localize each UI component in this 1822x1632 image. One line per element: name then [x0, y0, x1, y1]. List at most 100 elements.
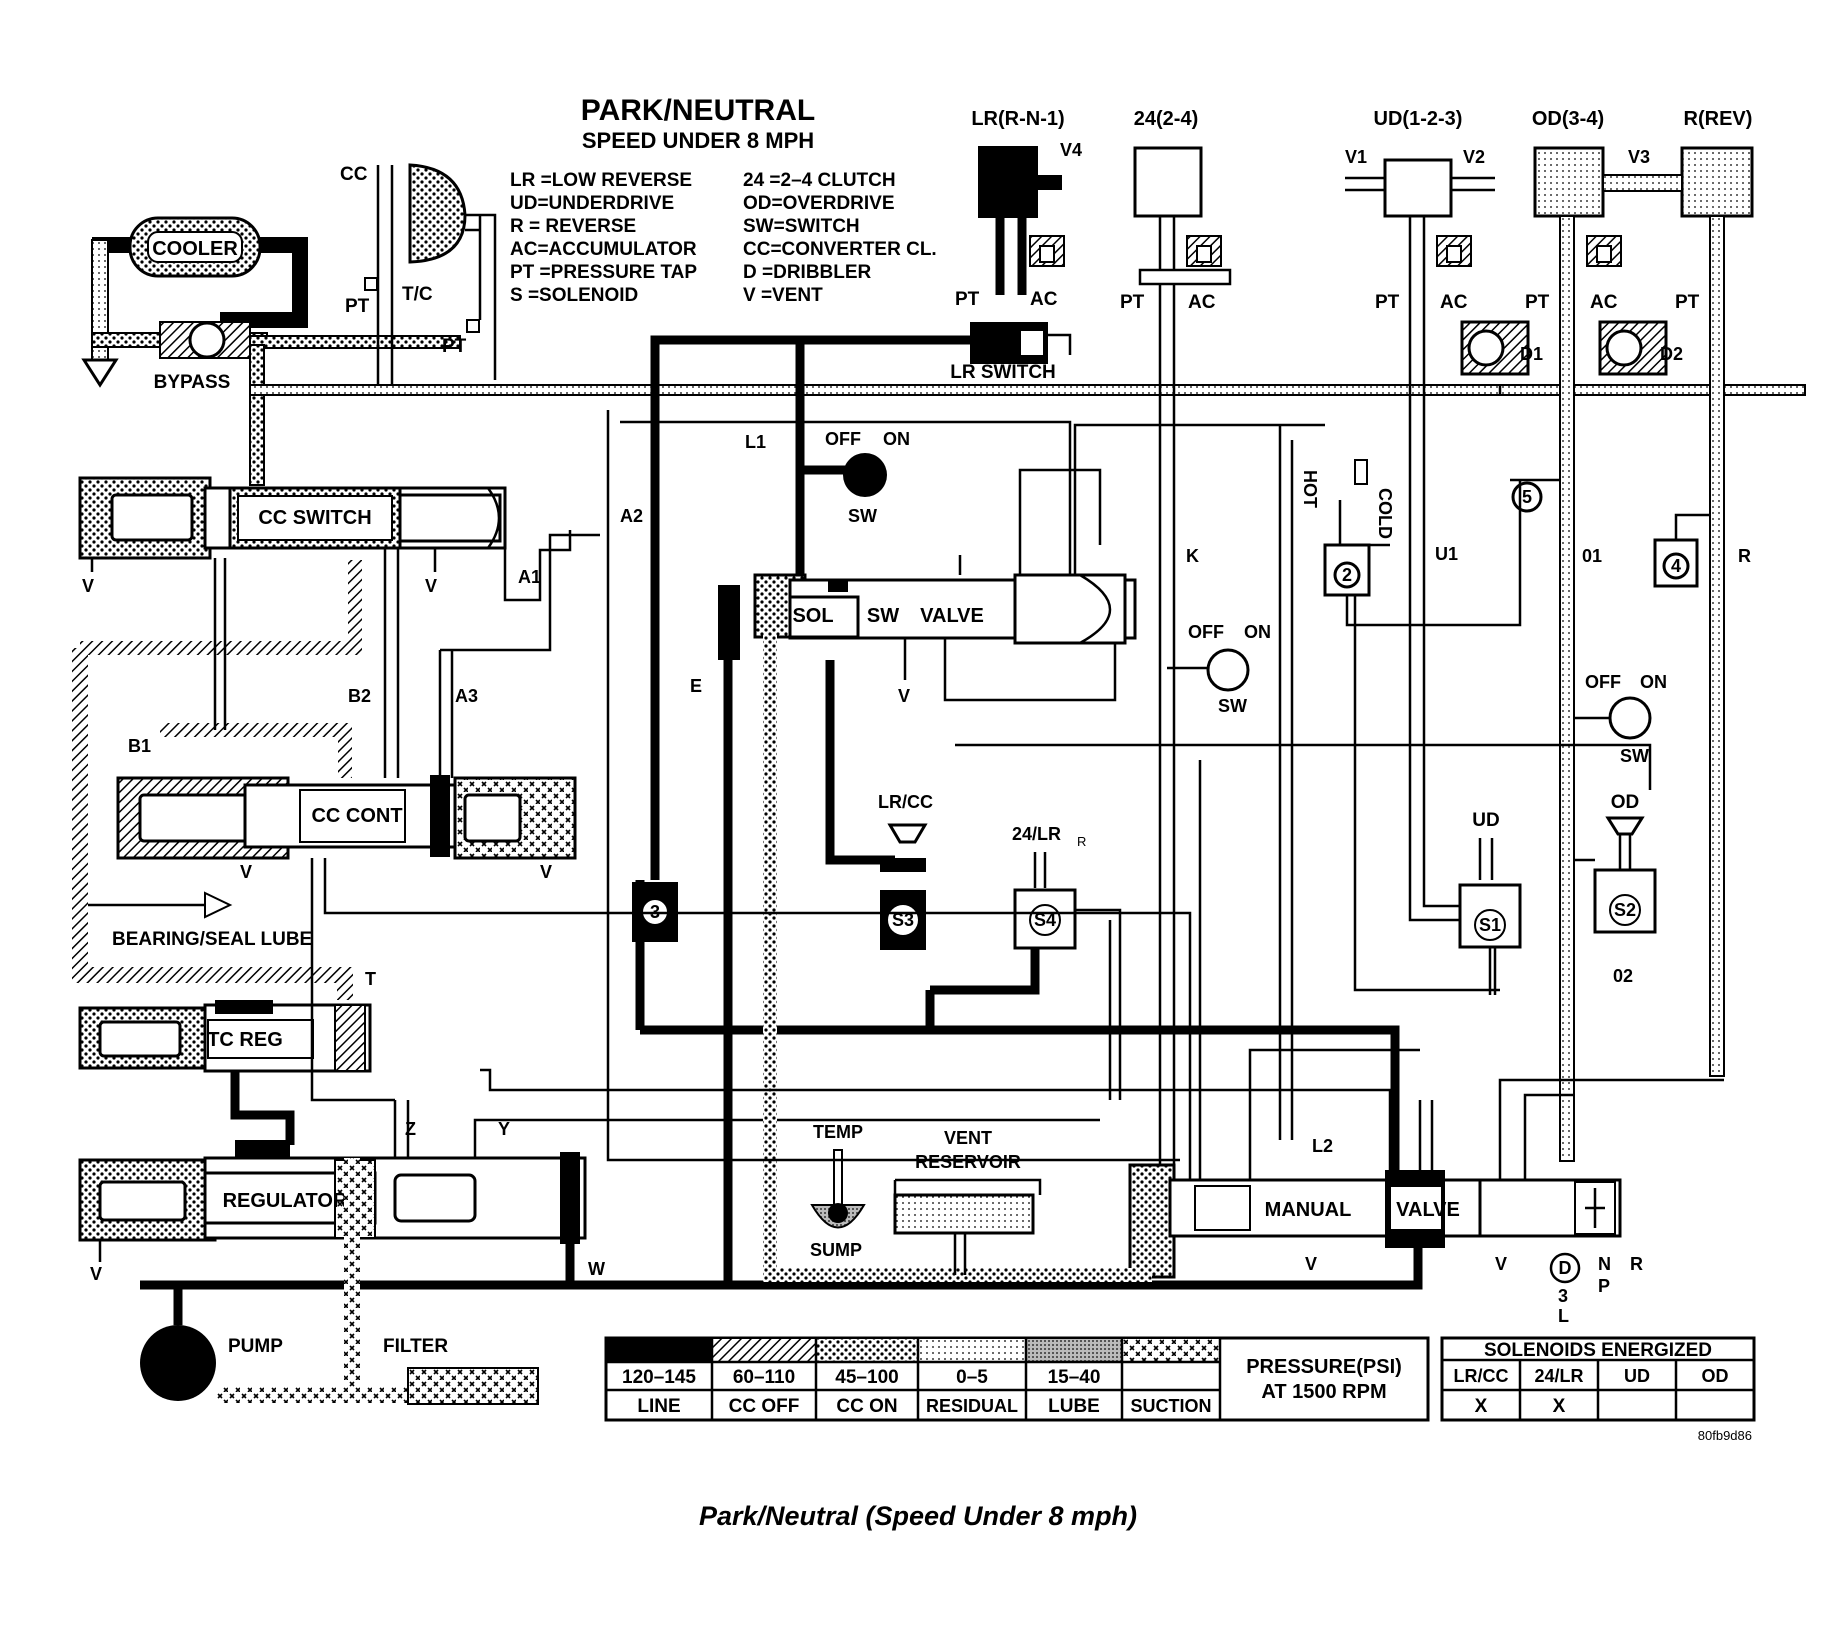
od-rev-clutches: OD(3-4) R(REV) V3 PT AC PT 01 R [1525, 108, 1754, 1162]
sw-label-1: SW [848, 506, 877, 526]
pt-24: PT [1120, 292, 1145, 313]
solenoid-s4-body [1013, 888, 1077, 950]
swatch-line [606, 1338, 712, 1362]
sol-label: SOL [792, 605, 833, 627]
d2-label: D2 [1660, 344, 1683, 364]
pt-od: PT [1525, 292, 1550, 313]
bypass-valve-ball [188, 321, 226, 359]
z-label: Z [405, 1119, 416, 1139]
vent-reservoir [893, 1193, 1035, 1235]
o2-label: 02 [1613, 966, 1633, 986]
filter-label: FILTER [383, 1336, 448, 1357]
pt-lr: PT [955, 289, 980, 310]
legend-od: OD=OVERDRIVE [743, 193, 895, 214]
s1-label: S1 [1479, 915, 1501, 935]
y-label: Y [498, 1119, 510, 1139]
v-cc-switch-2: V [425, 576, 437, 596]
v1-label: V1 [1345, 147, 1367, 167]
a2-label: A2 [620, 506, 643, 526]
legend-sw: SW=SWITCH [743, 216, 860, 237]
figure-caption: Park/Neutral (Speed Under 8 mph) [699, 1501, 1137, 1531]
pressure-regulator: REGULATOR Z Y W V [78, 1100, 1100, 1285]
legend-v: V =VENT [743, 285, 823, 306]
pressure-legend-table: 120–145 60–110 45–100 0–5 15–40 LINE CC … [604, 1336, 1430, 1422]
c24-clutch [1133, 146, 1203, 218]
solenoid-s2: OD S2 02 [1574, 792, 1657, 986]
l2-label: L2 [1312, 1136, 1333, 1156]
manual-valve-label: VALVE [1396, 1199, 1460, 1221]
pos-p: P [1598, 1276, 1610, 1296]
legend-lr: LR =LOW REVERSE [510, 170, 692, 191]
bearing-lube-label: BEARING/SEAL LUBE [112, 929, 312, 950]
abbreviation-legend: LR =LOW REVERSE UD=UNDERDRIVE R = REVERS… [510, 170, 937, 306]
pressure-switch-o1 [1608, 696, 1652, 740]
legend-r: R = REVERSE [510, 216, 636, 237]
w-label: W [588, 1259, 605, 1279]
vent-label: VENT [944, 1128, 992, 1148]
legend-cc: CC=CONVERTER CL. [743, 239, 937, 260]
on-label-1: ON [883, 429, 910, 449]
a3-label: A3 [455, 686, 478, 706]
valve-label-sol: VALVE [920, 605, 984, 627]
v-reg: V [90, 1264, 102, 1284]
pressure-lube-value: 15–40 [1048, 1367, 1101, 1388]
legend-d: D =DRIBBLER [743, 262, 872, 283]
se-header-ud: UD [1624, 1366, 1650, 1386]
pressure-line-name: LINE [637, 1396, 680, 1417]
v4-label: V4 [1060, 140, 1082, 160]
pump-label: PUMP [228, 1336, 283, 1357]
se-header-24lr: 24/LR [1534, 1366, 1583, 1386]
circle-5-label: 5 [1522, 487, 1532, 507]
pt-left-1: PT [345, 296, 370, 317]
o1-label: 01 [1582, 546, 1602, 566]
v-manual-1: V [1305, 1254, 1317, 1274]
ac-24: AC [1188, 292, 1216, 313]
s2-label: S2 [1614, 900, 1636, 920]
cc-off-channels: BEARING/SEAL LUBE [72, 560, 362, 1000]
diagram-subtitle: SPEED UNDER 8 MPH [582, 128, 814, 153]
pos-l: L [1558, 1306, 1569, 1326]
solenoid-s3: LR/CC S3 [878, 792, 933, 950]
pressure-table-title-2: AT 1500 RPM [1261, 1381, 1386, 1403]
pressure-line-value: 120–145 [622, 1367, 696, 1388]
pump-filter: PUMP FILTER [140, 1158, 539, 1405]
c24-lr-sub: R [1077, 834, 1086, 849]
pos-n: N [1598, 1254, 1611, 1274]
s3-label: S3 [892, 910, 914, 930]
pressure-cc-off-value: 60–110 [733, 1367, 795, 1388]
bypass-label: BYPASS [154, 372, 231, 393]
legend-ac: AC=ACCUMULATOR [510, 239, 697, 260]
k-label: K [1186, 546, 1199, 566]
figure-id: 80fb9d86 [1698, 1428, 1752, 1443]
on-label-2: ON [1244, 622, 1271, 642]
cooler-circuit: COOLER BYPASS [81, 216, 461, 486]
pressure-cc-off-name: CC OFF [729, 1396, 800, 1417]
rev-clutch-title: R(REV) [1684, 108, 1753, 130]
pressure-cc-on-value: 45–100 [835, 1367, 898, 1388]
a1-label: A1 [518, 567, 541, 587]
pressure-lube-name: LUBE [1048, 1396, 1100, 1417]
cc-control-valve: CC CONT B1 B2 A3 V V [116, 533, 600, 882]
ac-od: AC [1590, 292, 1618, 313]
cc-switch-valve: CC SWITCH V V A1 [78, 476, 572, 602]
swatch-lube [1025, 1337, 1123, 1363]
circle-2-label: 2 [1342, 565, 1352, 585]
ud-clutch-title: UD(1-2-3) [1374, 108, 1463, 130]
lr-clutch [978, 146, 1038, 218]
c24-lr-label: 24/LR [1012, 824, 1061, 844]
solenoid-s4: 24/LR R S4 [1012, 824, 1122, 1100]
pos-3: 3 [1558, 1286, 1568, 1306]
v3-label: V3 [1628, 147, 1650, 167]
cold-label: COLD [1375, 488, 1395, 539]
sump-label: SUMP [810, 1240, 862, 1260]
cc-cont-label: CC CONT [311, 805, 402, 827]
c24-clutch-assembly: 24(2-4) PT AC K OFF ON SW [1120, 108, 1271, 1170]
regulator-label: REGULATOR [223, 1190, 348, 1212]
pt-rev: PT [1675, 292, 1700, 313]
pressure-residual-name: RESIDUAL [926, 1396, 1018, 1416]
swatch-suction [1121, 1337, 1221, 1363]
pt-left-2: PT [442, 336, 467, 357]
off-label-2: OFF [1188, 622, 1224, 642]
pressure-suction-name: SUCTION [1131, 1396, 1212, 1416]
